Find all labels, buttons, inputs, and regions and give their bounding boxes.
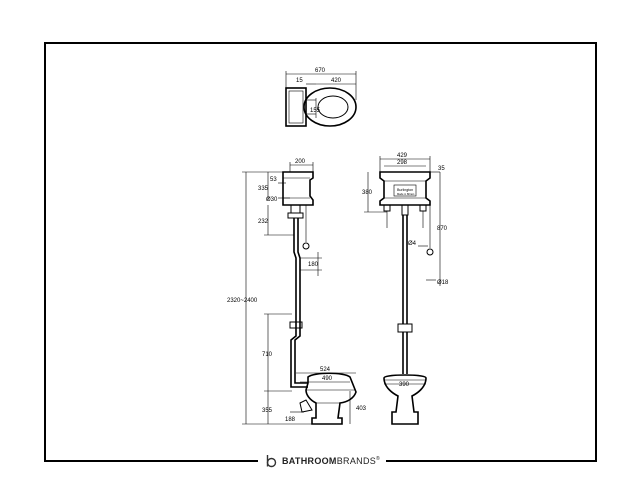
dim-top-420: 420: [331, 78, 342, 84]
front-pan: [383, 374, 427, 425]
side-pan: [305, 372, 357, 425]
dim-front-870: 870: [437, 226, 448, 232]
dim-front-dia18: Ø18: [437, 280, 449, 286]
brand-b-icon: [266, 455, 277, 468]
cistern-badge: [393, 184, 417, 197]
dim-front-380: 380: [362, 190, 373, 196]
dim-side-355: 355: [262, 408, 273, 414]
brand-name-light: BRANDS: [336, 456, 377, 466]
badge-line1: Burlington: [397, 188, 413, 192]
dim-front-390: 390: [399, 382, 410, 388]
dim-side-188: 188: [285, 417, 296, 423]
top-view: 670 420 15 155: [285, 68, 357, 127]
dim-side-710: 710: [262, 352, 273, 358]
dim-side-490: 490: [322, 376, 333, 382]
top-cistern: [285, 87, 307, 127]
dim-front-298: 298: [397, 160, 408, 166]
side-cistern: [282, 171, 314, 206]
side-flush-pipe: [290, 218, 308, 388]
dim-top-155: 155: [310, 108, 321, 114]
brand-name-bold: BATHROOM: [282, 456, 337, 466]
side-view: 200 53 335 Ø30 232 180 2320~2400 710 524…: [227, 159, 367, 425]
top-bowl: [303, 87, 357, 127]
dim-front-429: 429: [397, 153, 408, 159]
dim-top-15: 15: [296, 78, 303, 84]
dim-side-overall: 2320~2400: [227, 298, 258, 304]
dim-side-335: 335: [258, 186, 269, 192]
dim-front-dia4: Ø4: [408, 241, 417, 247]
dim-side-dia30: Ø30: [266, 197, 278, 203]
dim-side-53: 53: [270, 177, 277, 183]
dim-front-35: 35: [438, 166, 445, 172]
brand-logo: BATHROOMBRANDS®: [258, 454, 387, 468]
badge-line2: Made in Britain: [397, 192, 415, 196]
brand-mark: ®: [376, 456, 381, 462]
dim-side-232: 232: [258, 219, 269, 225]
dim-side-180: 180: [308, 262, 319, 268]
dim-side-200: 200: [295, 159, 306, 165]
dim-side-524: 524: [320, 367, 331, 373]
dim-side-403: 403: [356, 406, 367, 412]
dim-top-width: 670: [315, 68, 326, 74]
front-view: Burlington Made in Britain 429 298 35 38…: [362, 153, 449, 425]
